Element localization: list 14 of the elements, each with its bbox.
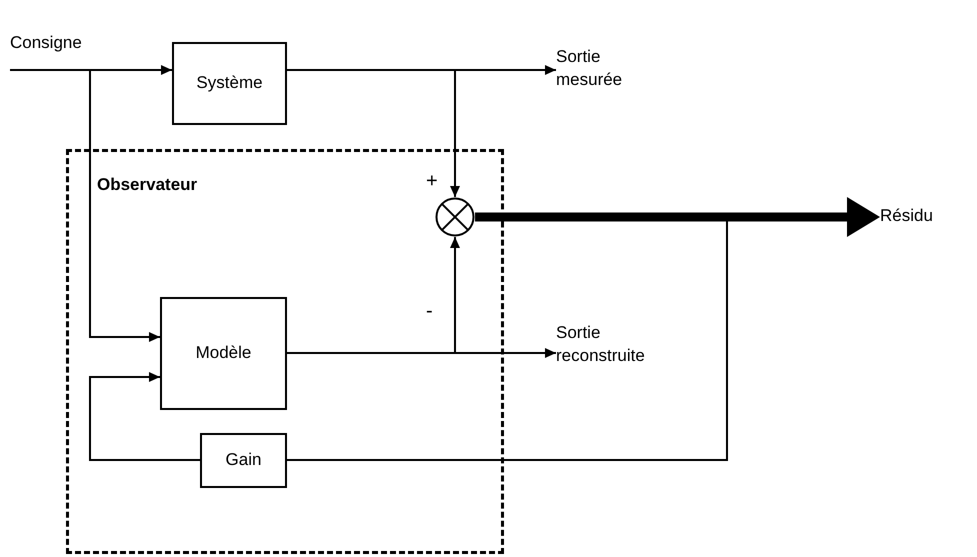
group-boundary [66,149,504,554]
process-box [172,42,287,125]
group-title: Observateur [97,174,198,196]
sign-label: + [426,170,438,193]
box-label: Modèle [196,342,252,364]
sign-label: - [426,300,433,323]
output-label: Sortie reconstruite [556,322,646,367]
output-label: Sortie mesurée [556,46,624,91]
output-label: Résidu [880,205,933,227]
box-label: Système [196,72,263,94]
input-label: Consigne [10,32,82,54]
box-label: Gain [226,449,262,472]
process-box [200,433,287,488]
process-box [160,297,287,410]
